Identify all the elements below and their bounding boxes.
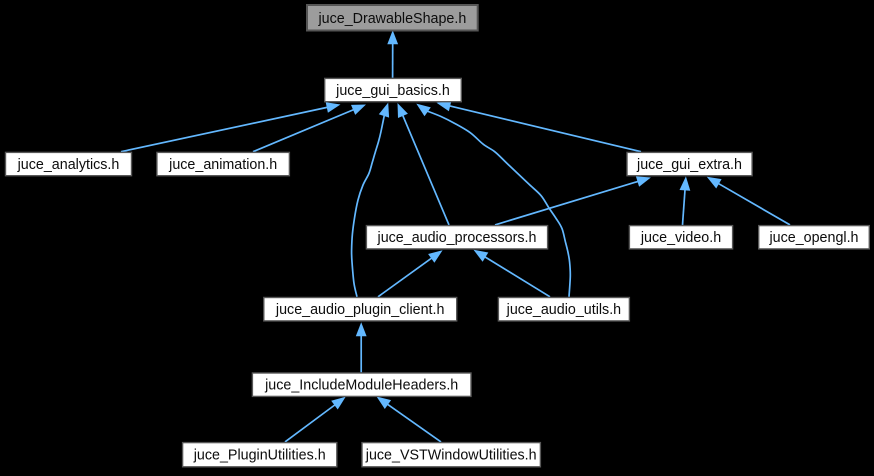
svg-text:juce_audio_processors.h: juce_audio_processors.h (377, 230, 537, 246)
svg-text:juce_IncludeModuleHeaders.h: juce_IncludeModuleHeaders.h (264, 378, 458, 394)
svg-text:juce_PluginUtilities.h: juce_PluginUtilities.h (193, 448, 326, 464)
svg-text:juce_gui_basics.h: juce_gui_basics.h (335, 83, 450, 99)
svg-text:juce_opengl.h: juce_opengl.h (768, 230, 858, 246)
svg-text:juce_DrawableShape.h: juce_DrawableShape.h (317, 11, 466, 27)
svg-text:juce_analytics.h: juce_analytics.h (17, 157, 120, 173)
svg-text:juce_audio_utils.h: juce_audio_utils.h (506, 302, 622, 318)
svg-text:juce_audio_plugin_client.h: juce_audio_plugin_client.h (275, 302, 445, 318)
svg-text:juce_gui_extra.h: juce_gui_extra.h (636, 157, 742, 173)
svg-text:juce_VSTWindowUtilities.h: juce_VSTWindowUtilities.h (365, 448, 537, 464)
svg-text:juce_animation.h: juce_animation.h (168, 157, 277, 173)
svg-text:juce_video.h: juce_video.h (640, 230, 721, 246)
